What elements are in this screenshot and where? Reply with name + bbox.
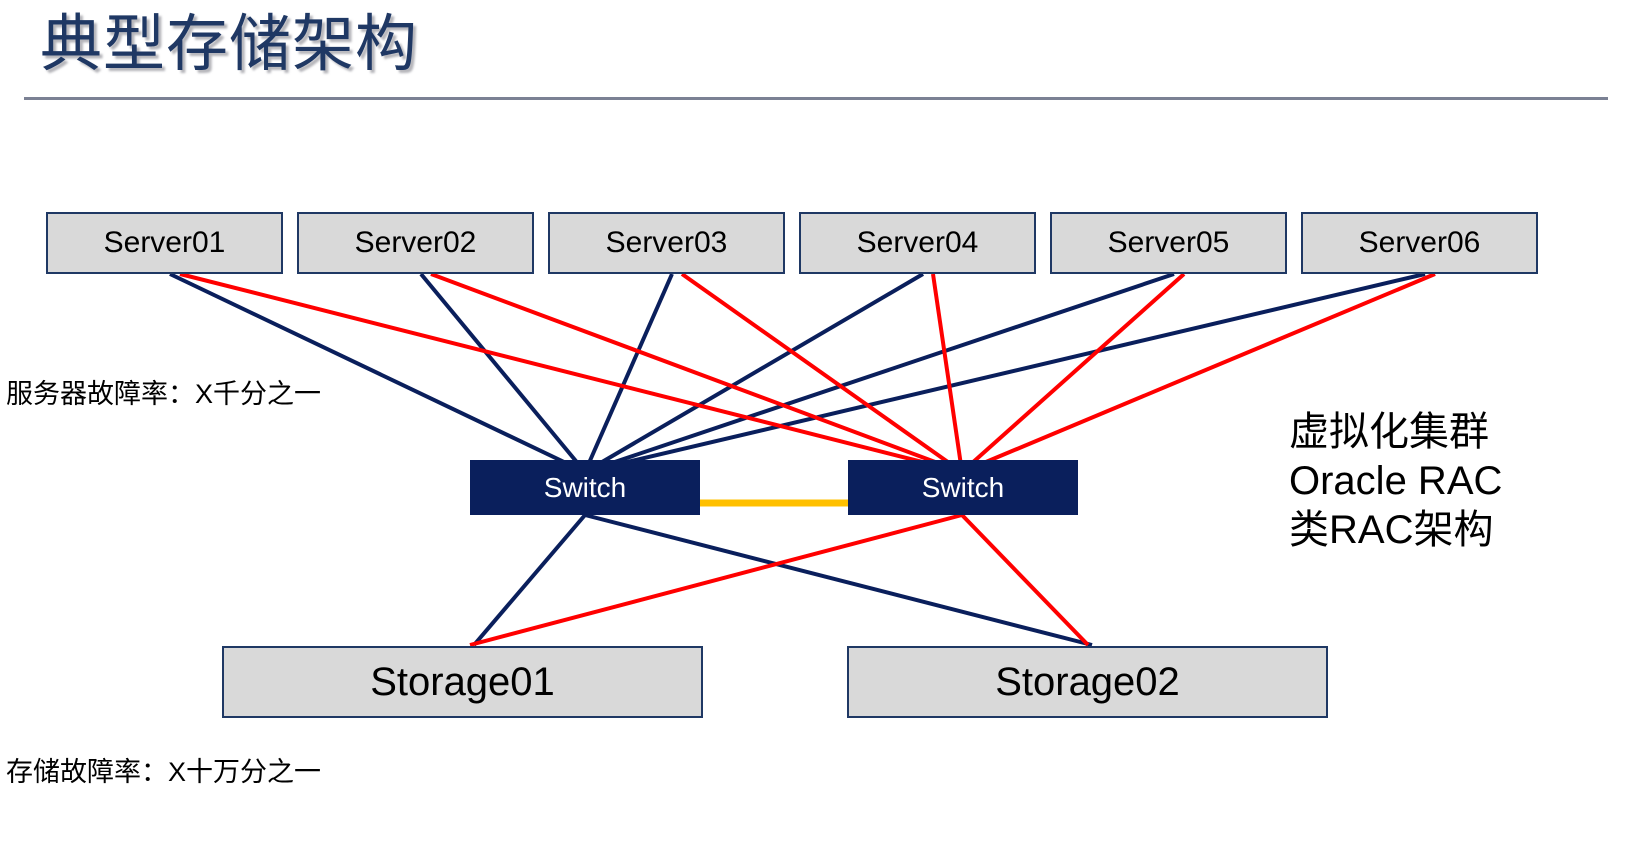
node-switch-b[interactable]: Switch <box>848 460 1078 515</box>
node-switch-a[interactable]: Switch <box>470 460 700 515</box>
cluster-type-line-2: Oracle RAC <box>1289 459 1503 503</box>
link-server04-to-switch-a <box>583 272 925 474</box>
link-server04-to-switch-b <box>931 273 964 473</box>
annotation-server-failure-rate: 服务器故障率：X千分之一 <box>6 379 322 409</box>
node-label: Server01 <box>103 226 226 259</box>
link-server03-to-switch-b <box>680 272 964 474</box>
node-label: Server06 <box>1358 226 1481 259</box>
annotation-storage-failure-rate: 存储故障率：X十万分之一 <box>6 757 322 787</box>
link-server03-to-switch-a <box>583 273 674 473</box>
link-switcha-to-storage02 <box>584 513 1093 647</box>
node-label: Server04 <box>856 226 979 259</box>
link-server05-to-switch-b <box>960 272 1186 474</box>
node-storage-02[interactable]: Storage02 <box>847 646 1328 718</box>
link-server01-to-switch-a <box>169 272 586 474</box>
link-server05-to-switch-a <box>584 272 1175 474</box>
node-label: Storage02 <box>995 659 1180 704</box>
link-server06-to-switch-a <box>584 272 1426 474</box>
node-server-04[interactable]: Server04 <box>799 212 1036 274</box>
link-server02-to-switch-b <box>430 272 963 474</box>
node-server-01[interactable]: Server01 <box>46 212 283 274</box>
node-server-03[interactable]: Server03 <box>548 212 785 274</box>
node-label: Server03 <box>605 226 728 259</box>
node-server-05[interactable]: Server05 <box>1050 212 1287 274</box>
link-server06-to-switch-b <box>961 272 1436 474</box>
title-divider <box>24 97 1608 100</box>
link-switcha-to-storage01 <box>472 513 587 647</box>
cluster-type-line-1: 虚拟化集群 <box>1289 410 1489 454</box>
page-title: 典型存储架构 <box>40 10 419 79</box>
annotation-cluster-types: 虚拟化集群 Oracle RAC 类RAC架构 <box>1289 408 1502 555</box>
node-label: Switch <box>921 471 1005 503</box>
cluster-type-line-3: 类RAC架构 <box>1289 508 1494 552</box>
node-label: Switch <box>543 471 627 503</box>
node-server-02[interactable]: Server02 <box>297 212 534 274</box>
link-server02-to-switch-a <box>419 272 587 474</box>
node-label: Server05 <box>1107 226 1230 259</box>
node-storage-01[interactable]: Storage01 <box>222 646 703 718</box>
link-switchb-to-storage02 <box>960 513 1090 647</box>
node-label: Server02 <box>354 226 477 259</box>
node-server-06[interactable]: Server06 <box>1301 212 1538 274</box>
link-switchb-to-storage01 <box>469 513 963 647</box>
node-label: Storage01 <box>370 659 555 704</box>
link-server01-to-switch-b <box>179 272 963 474</box>
